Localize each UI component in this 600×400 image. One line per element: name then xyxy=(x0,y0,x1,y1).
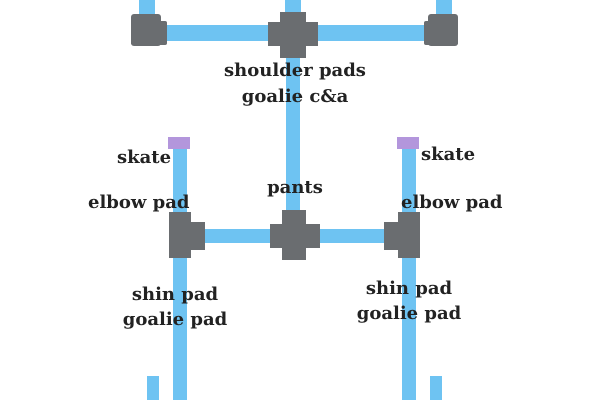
top-right-riser-pipe xyxy=(436,0,452,18)
top-right-elbow-arm xyxy=(424,21,458,45)
left-upright-pipe xyxy=(173,148,187,400)
label-shoulder-pads: shoulder pads xyxy=(224,60,366,81)
bottom-right-stub-pipe xyxy=(430,376,442,400)
bottom-left-stub-pipe xyxy=(147,376,159,400)
left-tee-h xyxy=(169,222,205,250)
label-elbow-pad-right: elbow pad xyxy=(401,192,503,213)
label-goalie-ca: goalie c&a xyxy=(241,86,349,107)
label-skate-right: skate xyxy=(421,144,476,165)
label-pants: pants xyxy=(267,177,323,198)
top-left-riser-pipe xyxy=(139,0,155,18)
top-center-cross-h xyxy=(268,22,318,46)
right-upright-pipe xyxy=(402,148,416,400)
top-left-elbow-arm xyxy=(131,21,167,45)
label-elbow-pad-left: elbow pad xyxy=(88,192,190,213)
middle-center-cross-h xyxy=(270,224,320,248)
right-tee-h xyxy=(384,222,420,250)
label-goalie-pad-right: goalie pad xyxy=(356,303,462,324)
label-shin-pad-left: shin pad xyxy=(131,284,219,305)
label-shin-pad-right: shin pad xyxy=(365,278,453,299)
label-skate-left: skate xyxy=(117,147,172,168)
label-goalie-pad-left: goalie pad xyxy=(122,309,228,330)
right-upright-cap xyxy=(397,137,419,149)
center-spine-pipe xyxy=(286,55,300,215)
left-upright-cap xyxy=(168,137,190,149)
